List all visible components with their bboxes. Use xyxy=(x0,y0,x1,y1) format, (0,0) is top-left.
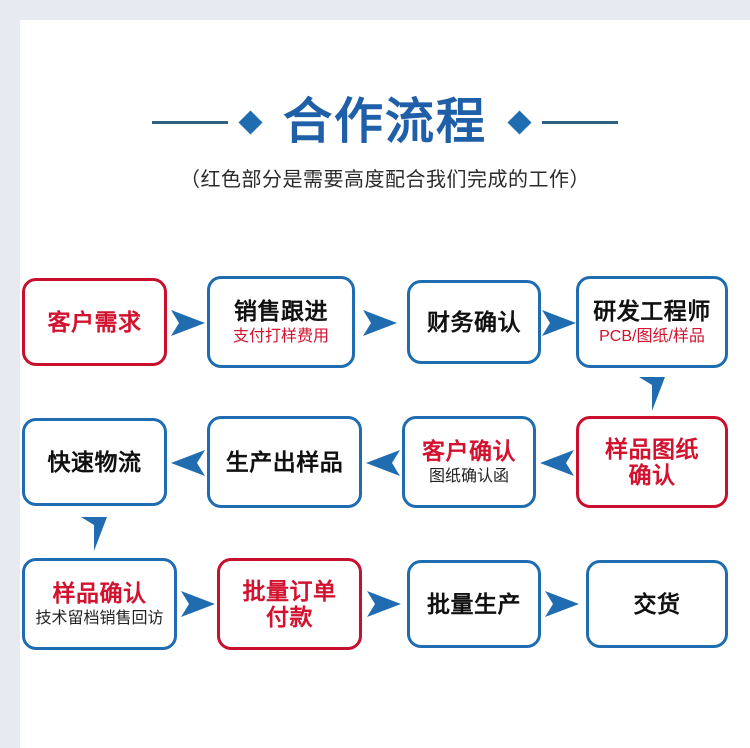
arrow-down-right-icon xyxy=(637,375,667,413)
flow-node-sales-followup[interactable]: 销售跟进 支付打样费用 xyxy=(207,276,355,368)
arrow-left-3-icon xyxy=(538,448,576,478)
arrow-right-5-icon xyxy=(365,589,403,619)
node-label: 客户需求 xyxy=(47,308,142,335)
flow-node-fast-logistics[interactable]: 快速物流 xyxy=(22,418,167,506)
flow-node-produce-sample[interactable]: 生产出样品 xyxy=(207,416,362,508)
arrow-left-2-icon xyxy=(364,448,402,478)
node-label: 样品图纸 确认 xyxy=(605,435,699,488)
node-label: 销售跟进 xyxy=(234,297,328,324)
flow-node-bulk-production[interactable]: 批量生产 xyxy=(407,560,541,648)
arrow-right-3-icon xyxy=(540,308,578,338)
title-row: 合作流程 xyxy=(20,98,750,147)
node-label: 财务确认 xyxy=(427,308,521,335)
flow-node-sample-confirm[interactable]: 样品确认 技术留档销售回访 xyxy=(22,558,177,650)
arrow-right-1-icon xyxy=(169,308,207,338)
arrow-right-4-icon xyxy=(179,589,217,619)
node-sublabel: 支付打样费用 xyxy=(232,328,329,346)
page-subtitle: （红色部分是需要高度配合我们完成的工作） xyxy=(180,169,590,191)
flow-node-rd-engineer[interactable]: 研发工程师 PCB/图纸/样品 xyxy=(576,276,728,368)
node-label: 交货 xyxy=(633,590,681,617)
flow-node-sample-drawing-confirm[interactable]: 样品图纸 确认 xyxy=(576,416,728,508)
node-label: 生产出样品 xyxy=(225,448,344,475)
flow-node-customer-confirm[interactable]: 客户确认 图纸确认函 xyxy=(402,416,536,508)
arrow-down-left-icon xyxy=(79,515,109,553)
node-label: 客户确认 xyxy=(422,437,516,464)
arrow-right-2-icon xyxy=(361,308,399,338)
title-rule-right xyxy=(542,121,618,124)
node-label: 研发工程师 xyxy=(593,297,711,324)
flow-node-delivery[interactable]: 交货 xyxy=(586,560,728,648)
flow-node-finance-confirm[interactable]: 财务确认 xyxy=(407,280,541,364)
flow-diagram: 客户需求 销售跟进 支付打样费用 财务确认 研发工程师 PCB/图纸/样品 快速… xyxy=(20,20,750,748)
node-sublabel: 技术留档销售回访 xyxy=(35,610,164,628)
node-label: 批量订单 付款 xyxy=(242,577,337,630)
arrow-left-1-icon xyxy=(169,448,207,478)
page-title: 合作流程 xyxy=(282,95,487,149)
arrow-right-6-icon xyxy=(543,589,581,619)
node-sublabel: 图纸确认函 xyxy=(428,468,509,486)
node-label: 样品确认 xyxy=(52,579,147,606)
node-label: 快速物流 xyxy=(47,448,142,475)
flowchart-page: 合作流程 （红色部分是需要高度配合我们完成的工作） 客户需求 销售跟进 支付打样… xyxy=(20,20,750,748)
node-label: 批量生产 xyxy=(427,590,521,617)
title-rule-left xyxy=(151,121,228,124)
flow-node-customer-requirement[interactable]: 客户需求 xyxy=(22,278,167,366)
flow-node-bulk-order-payment[interactable]: 批量订单 付款 xyxy=(217,558,362,650)
node-sublabel: PCB/图纸/样品 xyxy=(599,328,705,346)
